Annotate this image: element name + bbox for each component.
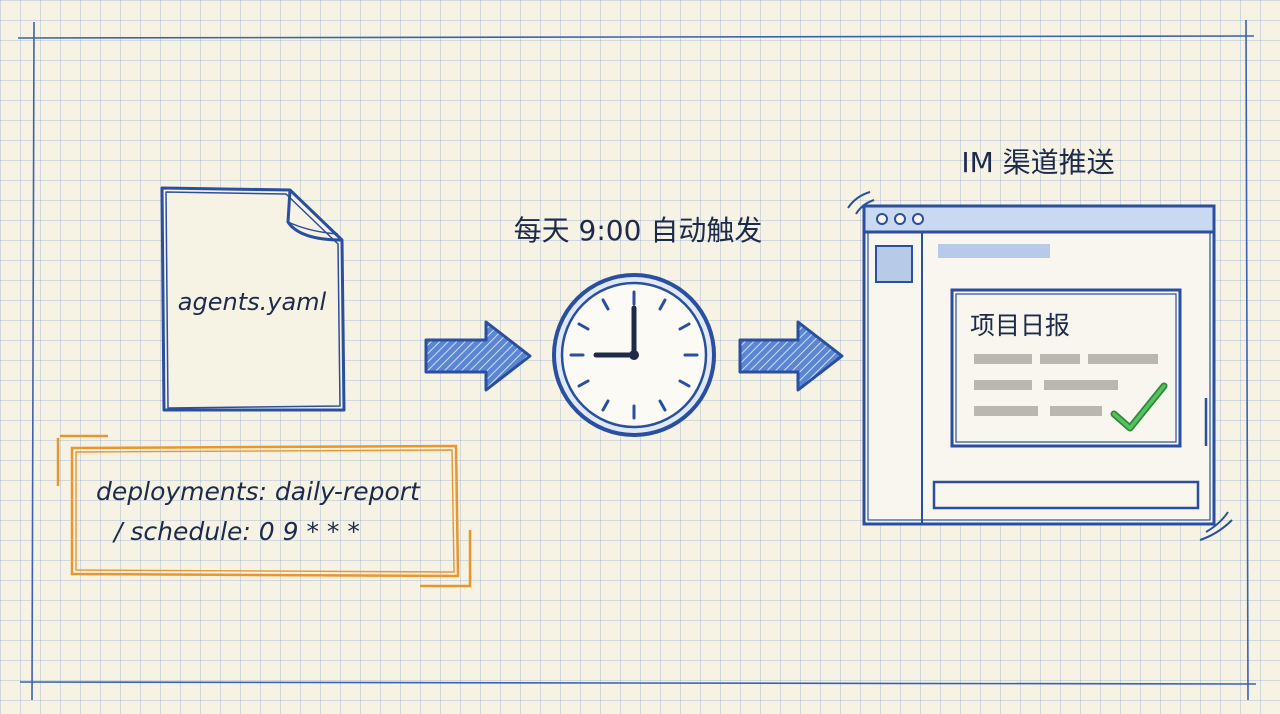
document-icon xyxy=(160,186,346,412)
config-line-1: deployments: daily-report xyxy=(96,477,421,506)
message-title: 项目日报 xyxy=(970,311,1070,340)
arrow-right-icon xyxy=(424,320,532,392)
arrow-right-icon xyxy=(738,320,844,392)
config-line-2: / schedule: 0 9 * * * xyxy=(112,517,360,546)
clock-icon xyxy=(552,273,716,437)
page-frame xyxy=(17,19,1257,701)
check-icon xyxy=(1110,382,1168,432)
config-box xyxy=(56,434,472,588)
channel-label: IM 渠道推送 xyxy=(961,146,1114,179)
browser-window-icon xyxy=(847,191,1233,541)
trigger-label: 每天 9:00 自动触发 xyxy=(514,214,763,247)
file-name-label: agents.yaml xyxy=(178,288,327,316)
